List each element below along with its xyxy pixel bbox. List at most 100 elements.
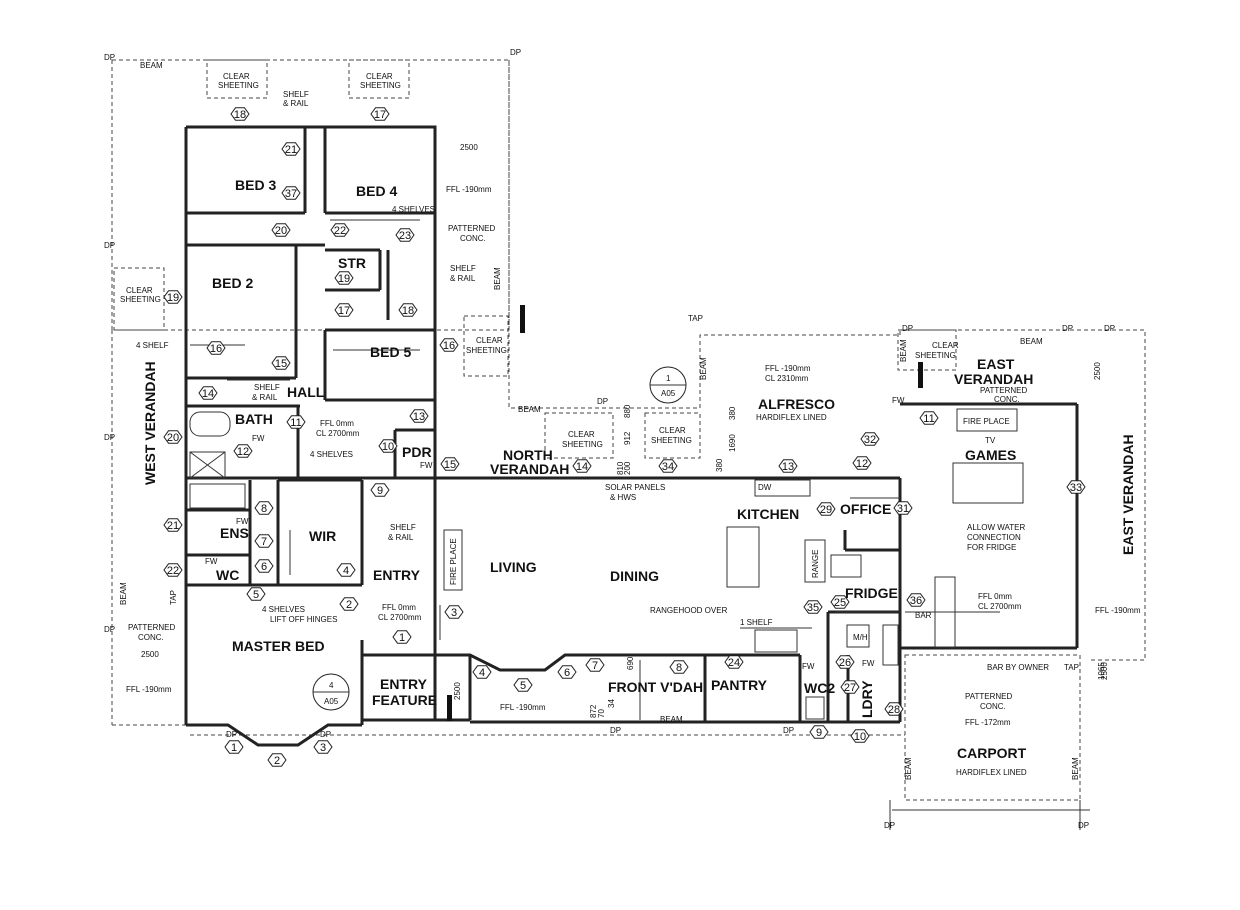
- room-north-verandah-1: NORTH: [503, 447, 553, 463]
- svg-text:DP: DP: [320, 730, 331, 739]
- marker-18: 18: [230, 107, 250, 121]
- room-carport: CARPORT: [957, 745, 1027, 761]
- svg-text:CLEAR: CLEAR: [568, 430, 595, 439]
- svg-text:15: 15: [444, 459, 456, 471]
- svg-text:HARDIFLEX LINED: HARDIFLEX LINED: [956, 768, 1027, 777]
- svg-text:DP: DP: [104, 625, 115, 634]
- svg-text:SHEETING: SHEETING: [218, 81, 259, 90]
- svg-text:13: 13: [413, 411, 425, 423]
- svg-text:CONC.: CONC.: [994, 395, 1020, 404]
- svg-text:28: 28: [888, 704, 900, 716]
- svg-text:FIRE PLACE: FIRE PLACE: [963, 417, 1010, 426]
- svg-text:CL 2700mm: CL 2700mm: [378, 613, 422, 622]
- room-living: LIVING: [490, 559, 537, 575]
- room-entry-feature-1: ENTRY: [380, 676, 428, 692]
- marker-37: 37: [281, 186, 301, 200]
- svg-text:1690: 1690: [728, 434, 737, 452]
- svg-text:BEAM: BEAM: [660, 715, 683, 724]
- svg-text:CL 2700mm: CL 2700mm: [316, 429, 360, 438]
- svg-text:8: 8: [261, 503, 267, 515]
- room-games: GAMES: [965, 447, 1016, 463]
- svg-text:1: 1: [666, 374, 671, 383]
- svg-text:1065: 1065: [1097, 662, 1106, 680]
- room-entry: ENTRY: [373, 567, 421, 583]
- svg-text:20: 20: [167, 432, 179, 444]
- svg-text:FOR FRIDGE: FOR FRIDGE: [967, 543, 1016, 552]
- marker-4: 4: [472, 665, 492, 679]
- svg-text:36: 36: [910, 595, 922, 607]
- marker-22: 22: [163, 563, 183, 577]
- svg-text:& RAIL: & RAIL: [388, 533, 414, 542]
- svg-text:2500: 2500: [141, 650, 159, 659]
- marker-18: 18: [398, 303, 418, 317]
- svg-text:SHELF: SHELF: [450, 264, 476, 273]
- svg-text:CL 2310mm: CL 2310mm: [765, 374, 809, 383]
- room-kitchen: KITCHEN: [737, 506, 799, 522]
- room-bed4: BED 4: [356, 183, 397, 199]
- svg-text:14: 14: [202, 388, 214, 400]
- svg-text:TAP: TAP: [688, 314, 703, 323]
- room-ens: ENS: [220, 525, 249, 541]
- svg-text:25: 25: [834, 597, 846, 609]
- room-entry-feature-2: FEATURE: [372, 692, 437, 708]
- svg-text:7: 7: [592, 660, 598, 672]
- marker-8: 8: [254, 501, 274, 515]
- svg-text:BAR BY OWNER: BAR BY OWNER: [987, 663, 1049, 672]
- svg-text:BEAM: BEAM: [140, 61, 163, 70]
- room-bed5: BED 5: [370, 344, 411, 360]
- svg-text:17: 17: [338, 305, 350, 317]
- svg-text:DP: DP: [104, 433, 115, 442]
- walls: [184, 125, 1079, 747]
- marker-20: 20: [271, 223, 291, 237]
- svg-text:FW: FW: [802, 662, 815, 671]
- marker-20: 20: [163, 430, 183, 444]
- svg-text:CLEAR: CLEAR: [476, 336, 503, 345]
- west-verandah-label: WEST VERANDAH: [142, 361, 158, 485]
- svg-text:BEAM: BEAM: [1071, 757, 1080, 780]
- room-bed2: BED 2: [212, 275, 253, 291]
- marker-21: 21: [281, 142, 301, 156]
- svg-text:& RAIL: & RAIL: [252, 393, 278, 402]
- svg-text:DP: DP: [226, 730, 237, 739]
- svg-text:FW: FW: [892, 396, 905, 405]
- svg-text:20: 20: [275, 225, 287, 237]
- room-alfresco: ALFRESCO: [758, 396, 835, 412]
- svg-text:TV: TV: [985, 436, 996, 445]
- svg-text:22: 22: [167, 565, 179, 577]
- svg-text:21: 21: [167, 520, 179, 532]
- marker-35: 35: [803, 600, 823, 614]
- marker-12: 12: [852, 456, 872, 470]
- plan-notes: DP BEAM DP CLEAR SHEETING CLEAR SHEETING…: [104, 48, 1141, 830]
- svg-text:A05: A05: [324, 697, 339, 706]
- room-hall: HALL: [287, 384, 325, 400]
- room-labels: BED 3 BED 4 BED 2 BED 5 STR HALL BATH PD…: [142, 177, 1136, 761]
- svg-text:BEAM: BEAM: [493, 267, 502, 290]
- svg-text:1 SHELF: 1 SHELF: [740, 618, 773, 627]
- svg-text:1: 1: [231, 742, 237, 754]
- marker-15: 15: [271, 356, 291, 370]
- marker-7: 7: [254, 534, 274, 548]
- svg-text:CLEAR: CLEAR: [659, 426, 686, 435]
- svg-text:FW: FW: [236, 517, 249, 526]
- svg-text:2500: 2500: [1100, 662, 1109, 680]
- svg-text:FFL -172mm: FFL -172mm: [965, 718, 1011, 727]
- marker-12: 12: [233, 444, 253, 458]
- svg-text:2: 2: [346, 599, 352, 611]
- svg-text:BEAM: BEAM: [904, 757, 913, 780]
- svg-text:DP: DP: [1062, 324, 1073, 333]
- marker-14: 14: [198, 386, 218, 400]
- svg-text:SHEETING: SHEETING: [120, 295, 161, 304]
- svg-text:CONC.: CONC.: [138, 633, 164, 642]
- svg-text:4: 4: [479, 667, 485, 679]
- svg-text:810: 810: [616, 461, 625, 475]
- room-north-verandah-2: VERANDAH: [490, 461, 569, 477]
- svg-text:19: 19: [167, 292, 179, 304]
- marker-11: 11: [919, 411, 939, 425]
- marker-24: 24: [724, 655, 744, 669]
- svg-text:690: 690: [626, 656, 635, 670]
- marker-22: 22: [330, 223, 350, 237]
- marker-6: 6: [557, 665, 577, 679]
- svg-text:19: 19: [338, 273, 350, 285]
- svg-text:RANGEHOOD OVER: RANGEHOOD OVER: [650, 606, 728, 615]
